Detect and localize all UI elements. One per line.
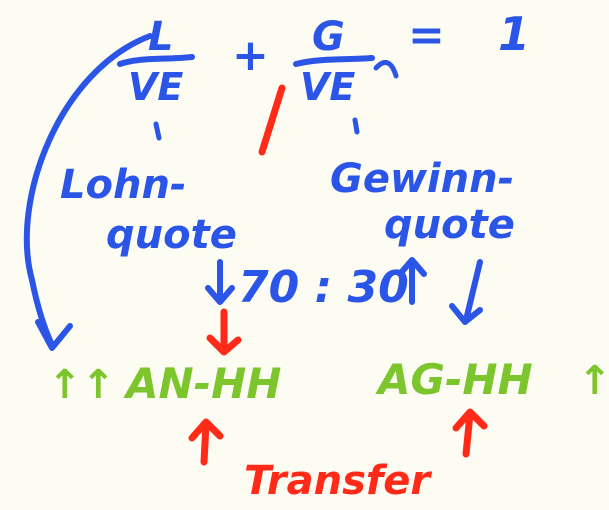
big-curved-arrow-head-icon xyxy=(35,319,73,351)
ratio-text: 70 : 30 xyxy=(238,262,409,313)
ag-hh-label: AG-HH xyxy=(375,355,533,404)
right-tick xyxy=(352,117,360,135)
result-one: 1 xyxy=(498,7,530,61)
gewinnquote-line2: quote xyxy=(384,202,515,248)
bracket-mark xyxy=(373,59,399,79)
red-slash xyxy=(258,84,286,156)
ratio-group: 70 : 30 xyxy=(205,257,427,313)
transfer-label: Transfer xyxy=(244,458,432,504)
transfer-left-up-arrow-icon xyxy=(188,418,224,466)
ratio-down-arrow-icon xyxy=(205,259,235,305)
term1-fraction-bar xyxy=(117,54,195,67)
lohnquote-line1: Lohn- xyxy=(60,162,187,208)
an-hh-label: AN-HH xyxy=(123,359,281,408)
red-down-arrow-icon xyxy=(206,308,242,356)
formula: L VE + G VE = 1 xyxy=(117,7,530,109)
term2-numerator: G xyxy=(312,14,345,60)
ag-hh-suffix-arrow: ↑ xyxy=(578,358,609,404)
term1-denominator: VE xyxy=(128,65,183,109)
gewinnquote-down-arrow-icon xyxy=(449,259,483,325)
left-tick xyxy=(153,121,162,141)
equals-sign: = xyxy=(408,10,445,61)
transfer-right-up-arrow-icon xyxy=(452,408,488,458)
term2-denominator: VE xyxy=(300,65,355,109)
lohnquote-line2: quote xyxy=(106,212,237,258)
term2-fraction-bar xyxy=(293,55,375,67)
an-hh-prefix-arrows: ↑↑ xyxy=(48,362,115,408)
ratio-up-arrow-icon xyxy=(397,257,427,305)
big-curved-arrow-icon xyxy=(23,33,153,348)
gewinnquote-line1: Gewinn- xyxy=(330,156,514,202)
plus-sign: + xyxy=(232,30,269,81)
